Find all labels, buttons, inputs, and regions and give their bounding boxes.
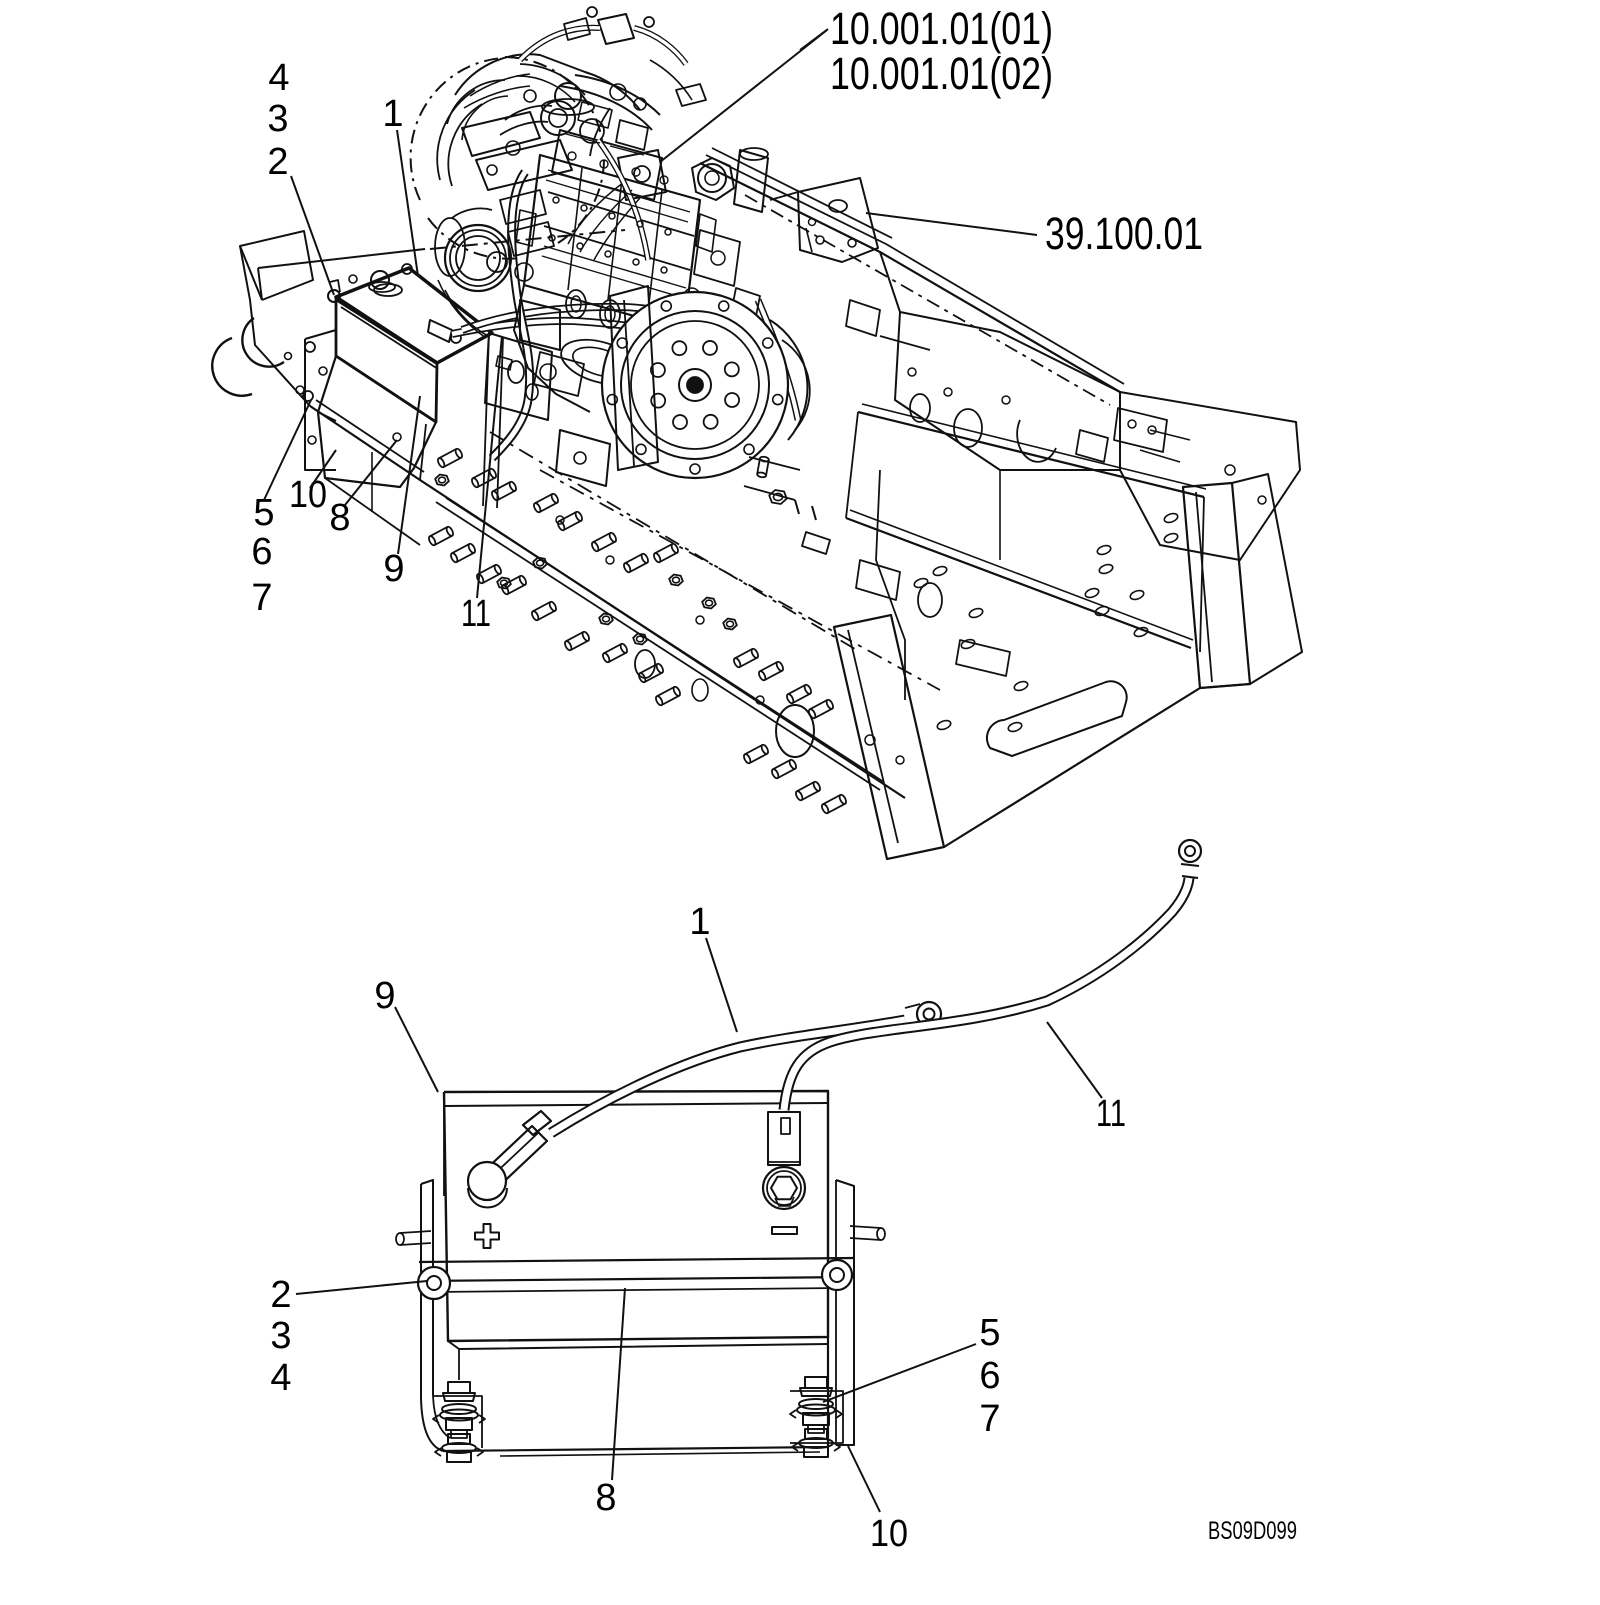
svg-text:7: 7	[251, 577, 272, 619]
svg-text:5: 5	[253, 492, 274, 534]
svg-text:10: 10	[870, 1513, 908, 1555]
svg-text:11: 11	[1096, 1093, 1126, 1135]
svg-text:9: 9	[374, 975, 395, 1017]
svg-text:7: 7	[979, 1398, 1000, 1440]
svg-text:11: 11	[461, 593, 491, 635]
svg-text:3: 3	[267, 98, 288, 140]
svg-text:1: 1	[382, 93, 403, 135]
svg-text:39.100.01: 39.100.01	[1045, 208, 1203, 259]
svg-text:10.001.01(01): 10.001.01(01)	[830, 3, 1053, 54]
svg-text:4: 4	[270, 1357, 291, 1399]
svg-text:8: 8	[595, 1477, 616, 1519]
svg-text:10.001.01(02): 10.001.01(02)	[830, 48, 1053, 99]
svg-text:1: 1	[689, 901, 710, 943]
svg-text:8: 8	[329, 497, 350, 539]
svg-text:9: 9	[383, 548, 404, 590]
svg-text:2: 2	[267, 141, 288, 183]
svg-text:6: 6	[251, 531, 272, 573]
svg-text:4: 4	[268, 57, 289, 99]
svg-text:5: 5	[979, 1312, 1000, 1354]
svg-text:2: 2	[270, 1274, 291, 1316]
svg-text:6: 6	[979, 1355, 1000, 1397]
svg-text:3: 3	[270, 1315, 291, 1357]
svg-text:10: 10	[289, 474, 327, 516]
svg-text:BS09D099: BS09D099	[1208, 1517, 1297, 1545]
